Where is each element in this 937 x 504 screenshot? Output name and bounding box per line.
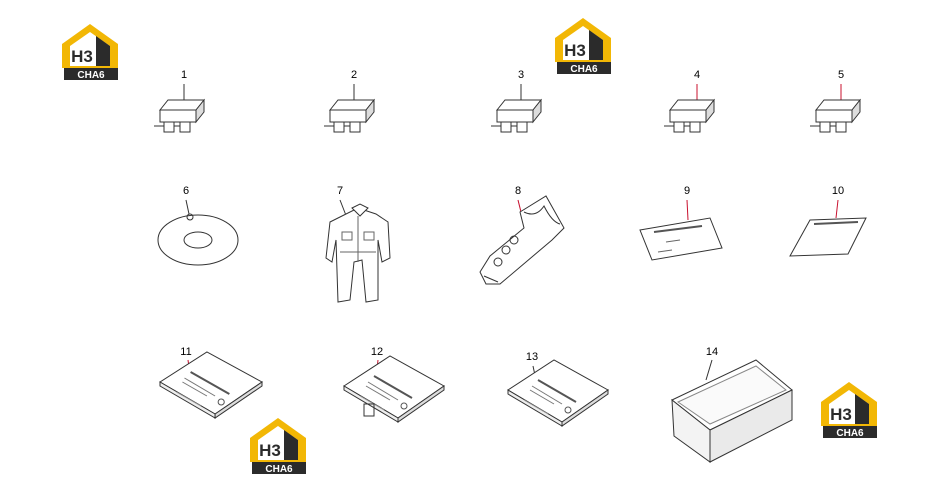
part-7-coverall	[325, 199, 391, 303]
part-1-fuse	[153, 84, 205, 133]
callout-13: 13	[525, 351, 539, 363]
callout-8: 8	[514, 185, 522, 197]
callout-5: 5	[837, 69, 845, 81]
callout-6: 6	[182, 185, 190, 197]
logo-mark: H3	[259, 441, 281, 460]
part-10-booklet	[789, 199, 867, 257]
logo-mark: H3	[830, 405, 852, 424]
part-14-box	[671, 359, 793, 463]
logo-name: CHA6	[265, 464, 293, 475]
callout-2: 2	[350, 69, 358, 81]
logo-mark: H3	[564, 41, 586, 60]
callout-14: 14	[705, 346, 719, 358]
part-12-manual	[343, 355, 445, 423]
callout-10: 10	[831, 185, 845, 197]
part-11-manual	[158, 350, 264, 420]
part-4-fuse	[663, 84, 715, 133]
callout-12: 12	[370, 346, 384, 358]
part-6-disc	[157, 199, 239, 266]
part-3-fuse	[490, 84, 542, 133]
callout-11: 11	[180, 346, 192, 358]
h3-cha6-logo: H3 CHA6	[821, 382, 877, 439]
h3-cha6-logo: H3 CHA6	[555, 18, 611, 75]
callout-3: 3	[517, 69, 525, 81]
part-8-flashlight	[479, 195, 565, 285]
h3-cha6-logo: H3 CHA6	[62, 24, 118, 81]
logo-mark: H3	[71, 47, 93, 66]
h3-cha6-logo: H3 CHA6	[250, 418, 306, 475]
callout-9: 9	[683, 185, 691, 197]
logo-name: CHA6	[836, 428, 864, 439]
logo-name: CHA6	[77, 70, 105, 81]
callout-7: 7	[336, 185, 344, 197]
part-13-manual	[507, 359, 609, 427]
logo-name: CHA6	[570, 64, 598, 75]
callout-1: 1	[180, 69, 188, 81]
part-2-fuse	[323, 84, 375, 133]
callout-4: 4	[693, 69, 701, 81]
part-5-fuse	[809, 84, 861, 133]
part-9-card	[639, 199, 723, 261]
